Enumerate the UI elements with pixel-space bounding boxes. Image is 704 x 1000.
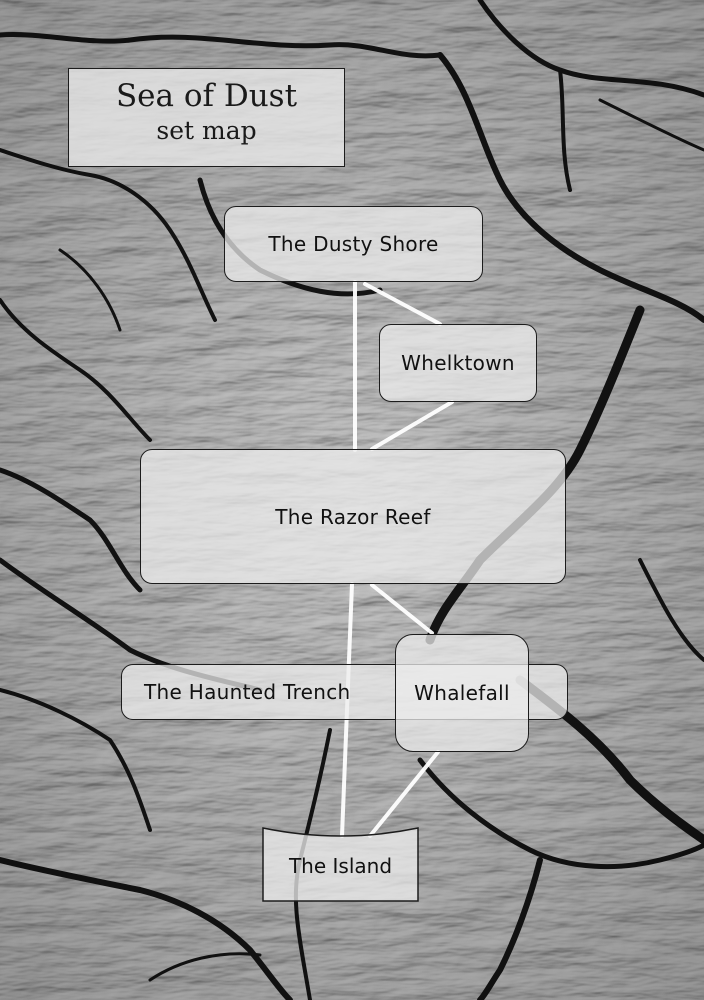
location-whalefall[interactable]: Whalefall bbox=[395, 634, 529, 752]
location-whelktown[interactable]: Whelktown bbox=[379, 324, 537, 402]
location-label: The Haunted Trench bbox=[144, 680, 351, 704]
location-label: Whalefall bbox=[414, 681, 510, 705]
location-label: The Island bbox=[288, 854, 393, 878]
location-island-shape bbox=[262, 827, 419, 902]
map-title-panel: Sea of Dust set map bbox=[68, 68, 345, 167]
location-label: The Dusty Shore bbox=[268, 232, 439, 256]
location-dusty-shore[interactable]: The Dusty Shore bbox=[224, 206, 483, 282]
map-title: Sea of Dust bbox=[115, 78, 298, 114]
location-label: Whelktown bbox=[401, 351, 515, 375]
route-reef-whalefall bbox=[370, 583, 434, 635]
route-shore-whelktown bbox=[363, 282, 442, 326]
location-razor-reef[interactable]: The Razor Reef bbox=[140, 449, 566, 584]
route-whelktown-reef bbox=[370, 400, 454, 451]
location-label: The Razor Reef bbox=[275, 504, 431, 529]
route-whalefall-island bbox=[368, 750, 440, 838]
map-subtitle: set map bbox=[156, 116, 257, 145]
location-island[interactable]: The Island bbox=[262, 830, 419, 902]
